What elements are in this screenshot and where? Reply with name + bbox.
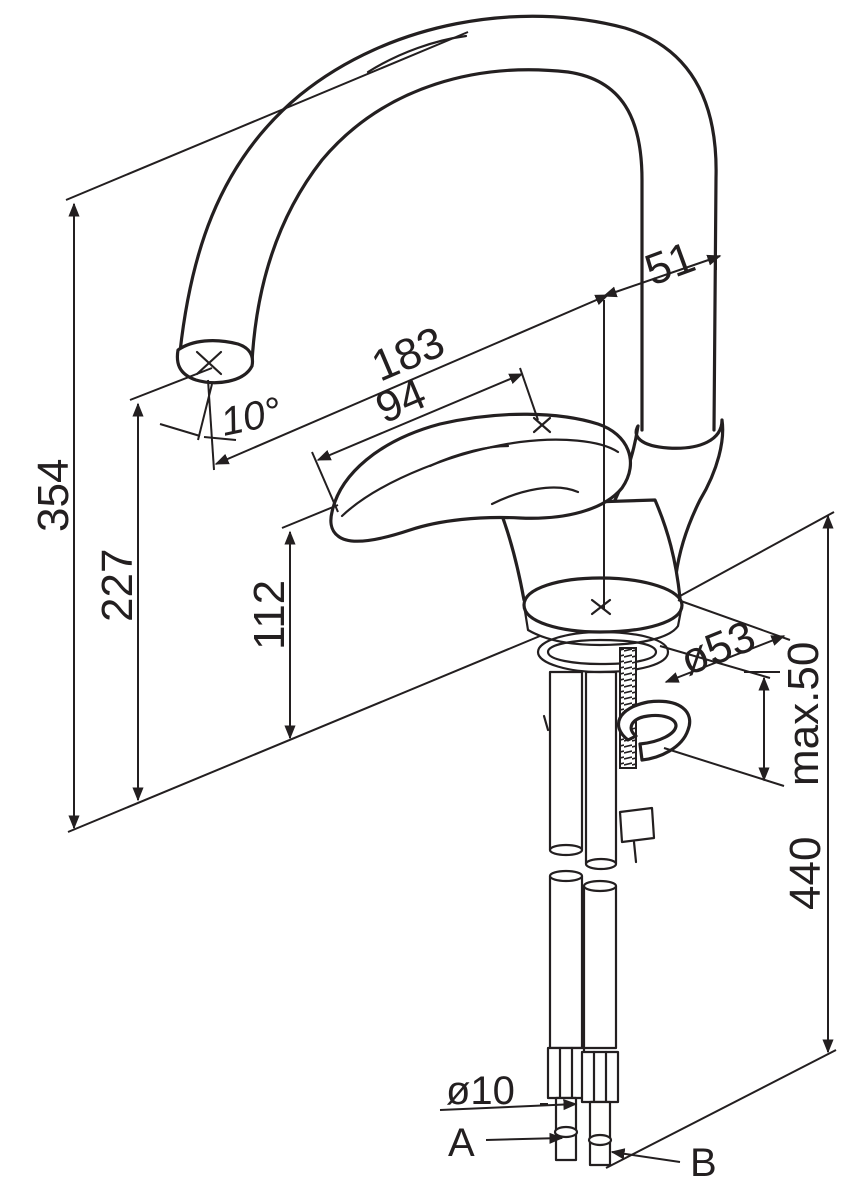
- dim-112: 112: [245, 580, 294, 650]
- hose-label-a: A: [448, 1121, 475, 1165]
- dim-227: 227: [93, 549, 142, 622]
- dim-51: 51: [639, 233, 702, 296]
- faucet-body: [329, 412, 725, 647]
- dim-angle-10: 10°: [217, 389, 285, 445]
- dim-354: 354: [29, 459, 78, 532]
- hose-label-b: B: [690, 1141, 717, 1185]
- dim-max50: max.50: [779, 642, 828, 786]
- spout: [175, 14, 718, 432]
- dim-base-diameter: ø53: [673, 611, 762, 685]
- dim-440: 440: [781, 837, 830, 910]
- dimension-lines: [65, 31, 837, 1169]
- mounting-assembly: [536, 630, 692, 1167]
- dimension-labels: 354 227 112 440 max.50 183 94 51 10° ø53…: [29, 233, 830, 1185]
- dim-connector-diameter: ø10: [446, 1069, 515, 1113]
